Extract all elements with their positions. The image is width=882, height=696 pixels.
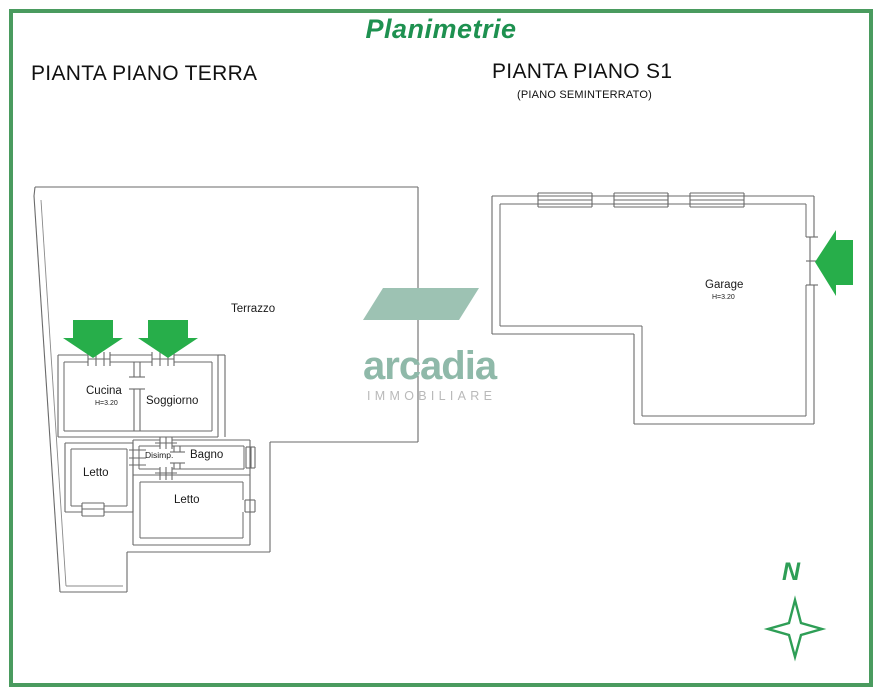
letto-right-inner-wall: [139, 481, 244, 539]
down-arrow-icon: [63, 320, 123, 358]
upper-rooms-outer-wall: [57, 354, 219, 438]
window-opening: [537, 192, 593, 208]
room-label-disimp: Disimp.: [145, 450, 174, 460]
door-opening: [155, 437, 177, 449]
room-label-letto-right: Letto: [174, 494, 200, 506]
soggiorno-right-wall: [218, 354, 226, 437]
window-opening: [81, 502, 105, 517]
garage-outer-wall: [491, 195, 815, 425]
terrace-inner-outline: [40, 199, 123, 587]
room-label-cucina: Cucina: [86, 385, 122, 397]
down-arrow-icon: [138, 320, 198, 358]
compass-north-label: N: [782, 558, 801, 586]
window-opening: [689, 192, 745, 208]
room-label-garage: Garage: [705, 279, 744, 291]
room-height-garage: H=3.20: [712, 294, 735, 301]
letto-left-inner-wall: [70, 448, 128, 507]
entrance-arrow-group: [63, 230, 853, 358]
window-opening: [613, 192, 669, 208]
partition-disimp-bagno: [170, 446, 185, 469]
letto-right-outer-wall: [132, 474, 251, 546]
garage-inner-wall: [499, 203, 807, 417]
partition-cucina-soggiorno: [129, 362, 145, 431]
basement-floor-subheading: (PIANO SEMINTERRATO): [517, 89, 652, 101]
room-height-cucina: H=3.20: [95, 400, 118, 407]
left-arrow-icon: [815, 230, 853, 296]
window-opening: [245, 446, 256, 469]
compass: N: [770, 558, 840, 653]
door-opening: [129, 449, 146, 466]
room-label-bagno: Bagno: [190, 449, 224, 461]
compass-star-icon: [763, 595, 827, 662]
window-opening: [244, 499, 256, 513]
room-label-terrazzo: Terrazzo: [231, 303, 276, 315]
room-label-letto-left: Letto: [83, 467, 109, 479]
basement-floor-heading: PIANTA PIANO S1: [492, 60, 673, 83]
page-title: Planimetrie: [365, 14, 517, 44]
ground-floor-heading: PIANTA PIANO TERRA: [31, 62, 258, 85]
upper-rooms-inner-wall: [63, 361, 213, 432]
door-opening: [155, 467, 177, 480]
window-opening: [151, 352, 175, 366]
room-label-soggiorno: Soggiorno: [146, 395, 199, 407]
